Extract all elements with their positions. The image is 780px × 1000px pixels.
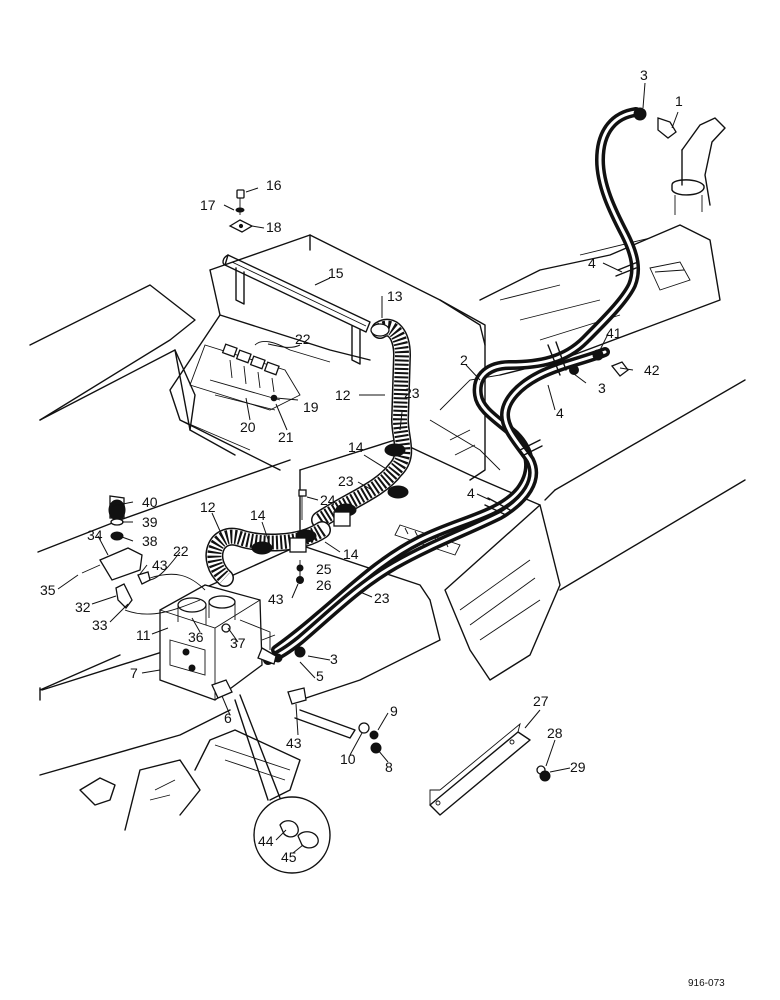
callout-43: 43 <box>268 591 284 607</box>
callout-33: 33 <box>92 617 108 633</box>
callout-14: 14 <box>250 507 266 523</box>
callout-3: 3 <box>598 380 606 396</box>
callout-42: 42 <box>644 362 660 378</box>
figure-id: 916-073 <box>688 978 725 989</box>
callout-24: 24 <box>320 492 336 508</box>
callout-16: 16 <box>266 177 282 193</box>
callout-22: 22 <box>295 331 311 347</box>
callout-23: 23 <box>404 385 420 401</box>
callout-11: 11 <box>136 627 151 643</box>
callout-23: 23 <box>338 473 354 489</box>
bolt-stack-upper <box>228 189 254 233</box>
callout-9: 9 <box>390 703 398 719</box>
callout-4: 4 <box>556 405 564 421</box>
callout-8: 8 <box>385 759 393 775</box>
callout-43: 43 <box>152 557 168 573</box>
callout-10: 10 <box>340 751 356 767</box>
callout-7: 7 <box>130 665 138 681</box>
heater-hose-return <box>263 347 610 665</box>
callout-29: 29 <box>570 759 586 775</box>
switch-cluster <box>221 340 331 402</box>
callout-1: 1 <box>675 93 683 109</box>
callout-18: 18 <box>266 219 282 235</box>
callout-14: 14 <box>343 546 359 562</box>
callout-12: 12 <box>335 387 351 403</box>
callout-15: 15 <box>328 265 344 281</box>
callouts: 1 2 3 3 3 4 4 4 5 6 7 8 9 10 11 12 12 13… <box>40 67 683 865</box>
handle-bar <box>222 254 371 365</box>
callout-27: 27 <box>533 693 549 709</box>
callout-13: 13 <box>387 288 403 304</box>
callout-37: 37 <box>230 635 246 651</box>
callout-14: 14 <box>348 439 364 455</box>
callout-43: 43 <box>286 735 302 751</box>
heater-hose-main <box>271 107 641 655</box>
callout-26: 26 <box>316 577 332 593</box>
callout-45: 45 <box>281 849 297 865</box>
detail-circle <box>234 694 331 874</box>
callout-38: 38 <box>142 533 158 549</box>
callout-4: 4 <box>588 255 596 271</box>
callout-41: 41 <box>606 325 622 341</box>
mounting-strap <box>429 722 551 816</box>
leader-lines <box>57 82 679 854</box>
callout-35: 35 <box>40 582 56 598</box>
heater-box <box>159 584 276 701</box>
bolt-24 <box>298 489 307 520</box>
callout-44: 44 <box>258 833 274 849</box>
drain-parts <box>211 679 382 754</box>
switch-bracket <box>81 495 206 615</box>
hose-clamps <box>257 107 677 665</box>
callout-22: 22 <box>173 543 189 559</box>
callout-19: 19 <box>303 399 319 415</box>
callout-36: 36 <box>188 629 204 645</box>
callout-2: 2 <box>460 352 468 368</box>
frame-outline <box>29 117 746 831</box>
callout-3: 3 <box>640 67 648 83</box>
callout-4: 4 <box>467 485 475 501</box>
callout-5: 5 <box>316 668 324 684</box>
duct-clamps <box>251 323 409 584</box>
callout-25: 25 <box>316 561 332 577</box>
callout-3: 3 <box>330 651 338 667</box>
callout-32: 32 <box>75 599 91 615</box>
callout-28: 28 <box>547 725 563 741</box>
callout-40: 40 <box>142 494 158 510</box>
callout-34: 34 <box>87 527 103 543</box>
callout-21: 21 <box>278 429 294 445</box>
callout-12: 12 <box>200 499 216 515</box>
callout-17: 17 <box>200 197 216 213</box>
callout-23: 23 <box>374 590 390 606</box>
callout-39: 39 <box>142 514 158 530</box>
callout-20: 20 <box>240 419 256 435</box>
callout-6: 6 <box>224 710 232 726</box>
